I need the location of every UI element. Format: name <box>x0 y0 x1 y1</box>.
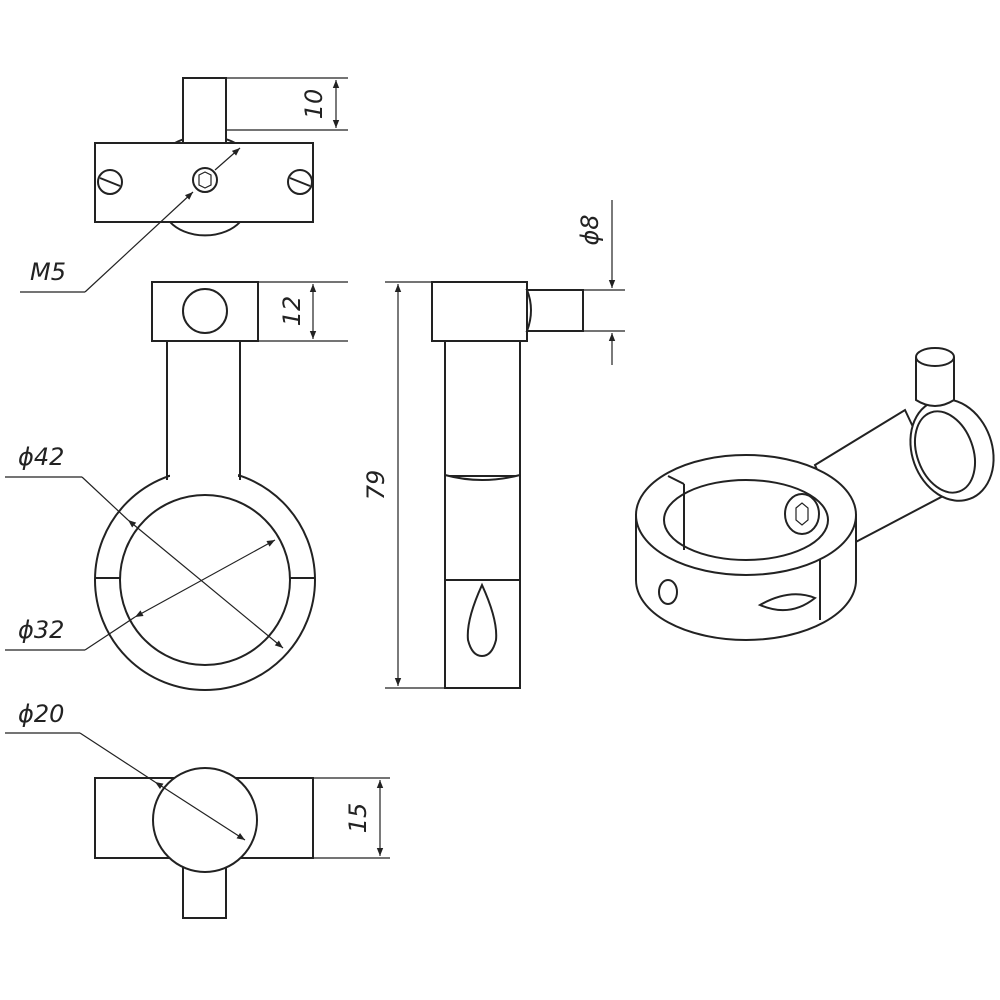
hex-socket-icon <box>192 167 218 193</box>
isometric-view <box>635 347 995 641</box>
dim-thread: M5 <box>30 258 66 286</box>
dim-overall-length: 79 <box>362 470 390 501</box>
dim-block-height: 12 <box>278 296 306 327</box>
ring-inner <box>119 494 291 666</box>
clamp-block <box>151 281 259 342</box>
ring-outer <box>94 469 316 691</box>
screw-icon <box>287 169 313 195</box>
hex-socket-icon <box>784 493 820 535</box>
top-view: 10 M5 <box>20 77 348 293</box>
bottom-view: 15 ϕ20 <box>5 700 390 919</box>
hole <box>182 288 228 334</box>
slot <box>757 593 817 612</box>
ring-top <box>635 454 857 576</box>
pin <box>182 77 227 144</box>
front-view: 12 ϕ42 ϕ32 <box>5 281 348 691</box>
screw-icon <box>97 169 123 195</box>
dim-pin-height: 10 <box>300 89 328 120</box>
round-body-bottom <box>169 221 241 237</box>
dim-stem-diameter: ϕ20 <box>18 700 64 728</box>
slot <box>466 582 498 658</box>
clamp-block <box>431 281 528 342</box>
pin <box>525 289 584 332</box>
screw-hole <box>658 579 678 605</box>
stem <box>152 767 258 873</box>
dim-ring-inner: ϕ32 <box>18 616 64 644</box>
dim-ring-width: 15 <box>344 803 372 834</box>
dim-pin-diameter: ϕ8 <box>576 214 604 245</box>
dim-ring-outer: ϕ42 <box>18 443 64 471</box>
side-view: 79 ϕ8 <box>362 200 625 689</box>
clamp-block <box>94 142 314 223</box>
